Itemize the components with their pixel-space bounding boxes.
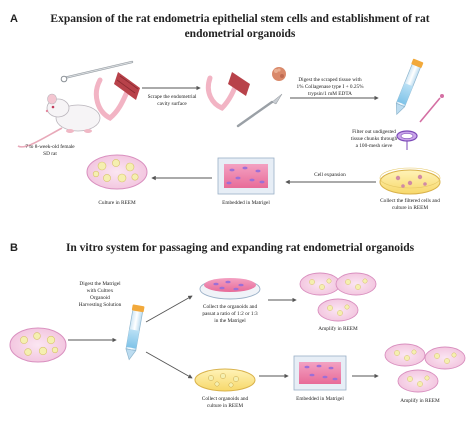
embed-matrigel-block-icon	[293, 355, 347, 391]
panel-b-letter: B	[10, 242, 18, 254]
digest-b-line-2: with Cultrex	[87, 288, 114, 294]
scraped-uterus-icon	[205, 67, 286, 111]
scrape-label-line-2: cavity surface	[157, 100, 187, 107]
digest-b-line-3: Organoid	[90, 295, 110, 301]
scalpel-icon	[236, 93, 283, 128]
scrape-label-line-1: Scrape the endometrial	[148, 94, 197, 100]
passage-label-line-2: passat a ratio of 1:2 or 1:3	[202, 310, 258, 317]
embedded-label: Embedded in Matrigel	[222, 200, 270, 206]
organoid-dish-icon	[86, 154, 148, 190]
collect-label-line-2: culture in REEM	[392, 205, 428, 211]
amplify-dishes-bottom-icon	[384, 343, 466, 393]
passage-label-line-1: Collect the organoids and	[203, 304, 258, 310]
cell-expansion-label: Cell expansion	[314, 172, 346, 178]
dissection-tools-icon	[60, 60, 134, 83]
digest-b-line-1: Digest the Matrigel	[79, 281, 121, 287]
rat-label-line-1: 7 to 8-week-old female	[25, 143, 75, 150]
amplify-top-label: Amplify in REEM	[318, 325, 358, 332]
uterus-tissue-icon	[93, 72, 140, 121]
panel-b-title: In vitro system for passaging and expand…	[66, 242, 415, 254]
cell-culture-dish-icon	[379, 167, 441, 195]
panel-a-title-line-2: endometrial organoids	[185, 28, 296, 40]
source-organoid-dish-icon	[9, 327, 67, 363]
panel-a-title-line-1: Expansion of the rat endometria epitheli…	[50, 13, 429, 25]
passage-matrigel-dish-icon	[199, 278, 261, 300]
conical-tube-icon	[395, 58, 424, 116]
filter-label-line-3: a 100-mesh sieve	[356, 143, 393, 149]
amplify-dishes-top-icon	[299, 272, 377, 322]
pipette-icon	[419, 94, 444, 123]
collect-b-line-2: culture in REEM	[207, 403, 243, 409]
amplify-bottom-label: Amplify in REEM	[400, 397, 440, 404]
arrow-branch-down	[145, 351, 193, 379]
digest-b-line-4: Harvesting Solution	[79, 302, 122, 308]
matrigel-block-icon	[217, 157, 275, 195]
embedded-b-label: Embedded in Matrigel	[296, 396, 344, 402]
rat-illustration	[17, 93, 101, 148]
rat-label-line-2: SD rat	[43, 151, 57, 157]
passage-label-line-3: in the Matrigel	[214, 318, 246, 324]
collect-label-line-1: Collect the filtered cells and	[380, 197, 440, 204]
digest-label-line-3: trypsin/1 mM EDTA	[308, 91, 352, 97]
collect-b-line-1: Collect organoids and	[202, 396, 249, 402]
culture-label: Culture in REEM	[98, 200, 136, 206]
harvest-tube-icon	[125, 304, 145, 361]
filter-label-line-1: Filter out undigested	[352, 129, 396, 135]
digest-label-line-2: 1% Collagenase type I + 0.25%	[296, 84, 364, 90]
digest-label-line-1: Digest the scraped tissue with	[298, 77, 362, 83]
panel-a-letter: A	[10, 13, 18, 25]
collect-culture-dish-icon	[194, 368, 256, 392]
arrow-branch-up	[145, 295, 193, 323]
filter-label-line-2: tissue chunks through	[351, 136, 398, 142]
sieve-icon	[396, 130, 418, 150]
